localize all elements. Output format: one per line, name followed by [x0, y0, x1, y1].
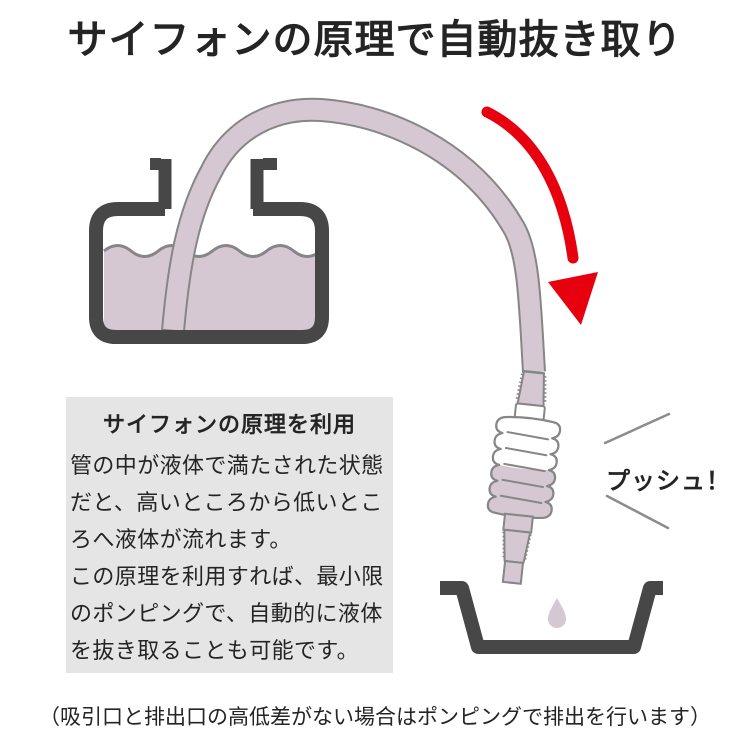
info-box-line: だと、高いところから低いとこ — [70, 490, 383, 515]
tank-neck-right-flange — [263, 158, 277, 170]
push-label: プッシュ！ — [606, 468, 731, 495]
info-box-line: 管の中が液体で満たされた状態 — [70, 453, 384, 478]
siphon-tube-body — [163, 99, 544, 373]
page-title: サイフォンの原理で自動抜き取り — [67, 18, 683, 62]
info-box-line: のポンピングで、自動的に液体 — [70, 601, 383, 626]
pump-lower-taper-threads-right — [523, 534, 532, 562]
footnote: （吸引口と排出口の高低差がない場合はポンピングで排出を行います） — [39, 706, 711, 729]
tank-neck-left-flange — [150, 158, 161, 170]
info-box-line: ろへ液体が流れます。 — [70, 527, 292, 552]
info-box-heading: サイフォンの原理を利用 — [102, 412, 356, 437]
pump-upper-taper-threads-left — [515, 373, 524, 402]
push-emphasis-lines — [603, 412, 671, 530]
tank-liquid-wave-line — [103, 244, 322, 258]
hand-pump-bellows-icon — [486, 369, 562, 585]
source-tank-icon — [103, 244, 322, 333]
pump-lower-taper-threads-left — [502, 531, 506, 559]
pump-upper-taper — [516, 369, 545, 408]
pump-upper-joint-line — [523, 370, 544, 375]
info-box-line: を抜き取ることも可能です。 — [70, 638, 360, 663]
info-box: サイフォンの原理を利用 管の中が液体で満たされた状態 だと、高いところから低いと… — [66, 397, 393, 673]
drain-tray-icon — [440, 581, 663, 654]
tank-body-outline — [89, 202, 329, 344]
pump-upper-taper-threads-right — [543, 376, 547, 405]
red-flow-arrow-icon — [481, 106, 598, 325]
pump-bellows-fold-lines — [499, 431, 550, 504]
liquid-drop-icon — [548, 598, 566, 628]
tank-liquid — [104, 245, 321, 333]
push-emphasis-line-bottom — [605, 494, 670, 530]
pump-bellows-outline — [486, 415, 562, 520]
red-arrow-shaft — [481, 106, 579, 264]
push-emphasis-line-top — [603, 412, 671, 445]
info-box-body: 管の中が液体で満たされた状態 だと、高いところから低いとこ ろへ液体が流れます。… — [70, 447, 389, 669]
pump-bellows-liquid — [487, 464, 556, 518]
red-arrow-head — [548, 272, 598, 325]
info-box-line: この原理を利用すれば、最小限 — [70, 564, 384, 589]
pump-outlet-nozzle — [501, 559, 525, 585]
source-tank-outline — [89, 158, 329, 344]
